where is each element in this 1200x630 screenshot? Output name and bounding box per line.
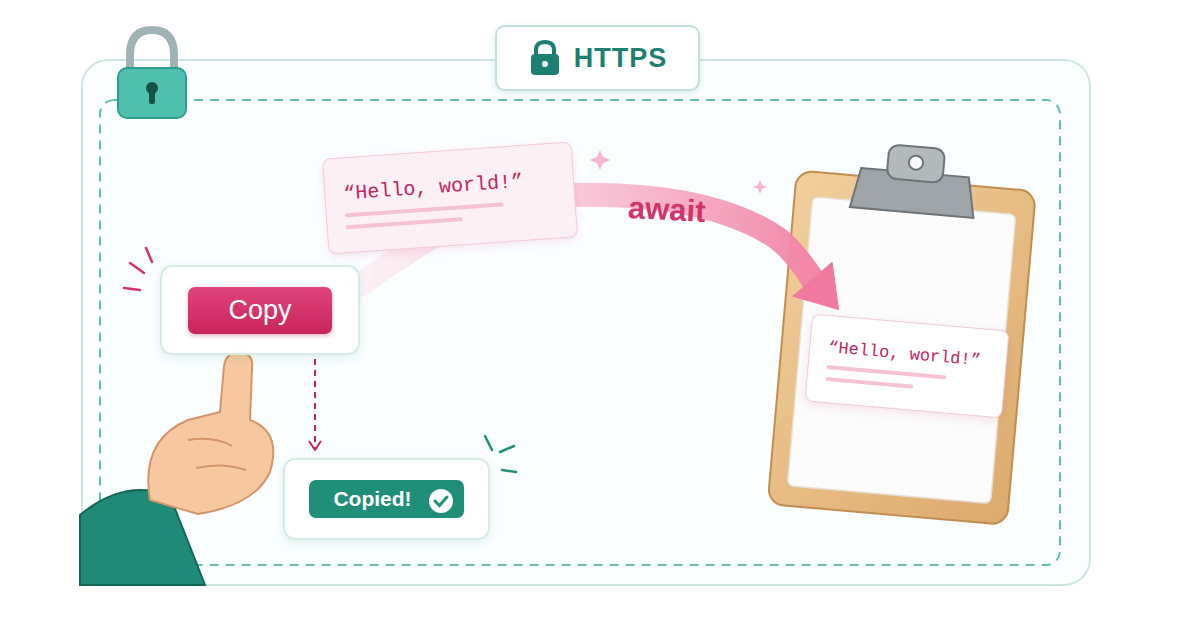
text-card: “Hello, world!”	[322, 141, 578, 254]
sparkle	[590, 150, 610, 170]
check-circle	[429, 489, 453, 513]
clipboard	[768, 136, 1039, 525]
secure-panel	[82, 60, 1090, 585]
pill-box: Copied!	[283, 458, 490, 540]
lock-shackle	[536, 42, 554, 56]
keyhole-slot	[149, 90, 155, 104]
clipboard-paper	[787, 197, 1015, 504]
button-label: Copy	[188, 287, 331, 334]
knuckle-lines	[188, 439, 246, 470]
quoted-string: “Hello, world!”	[343, 169, 524, 205]
lock-body	[531, 54, 559, 75]
clipboard-board	[768, 170, 1036, 525]
lock-shackle	[130, 30, 174, 70]
edge-label: await	[627, 190, 706, 230]
tick	[502, 470, 516, 472]
lock-icon	[528, 39, 562, 77]
arrowhead	[309, 441, 321, 450]
button-box: Copy	[160, 265, 360, 355]
check-mark	[435, 497, 447, 506]
secure-boundary	[100, 100, 1060, 565]
connector	[309, 359, 321, 450]
pointing-hand	[80, 352, 273, 585]
tick	[485, 436, 492, 450]
clip-hole	[908, 155, 923, 170]
text-line	[825, 376, 913, 388]
hand	[148, 352, 273, 514]
text-line	[346, 217, 463, 229]
text-line	[345, 202, 504, 217]
badge-label: HTTPS	[574, 43, 668, 74]
tick	[500, 446, 514, 452]
tick	[124, 288, 140, 290]
sparkle	[753, 180, 767, 194]
keyhole	[542, 61, 548, 67]
tick	[146, 248, 152, 262]
text-card: “Hello, world!”	[805, 314, 1010, 419]
tick	[130, 263, 144, 273]
arrowhead	[793, 262, 839, 309]
badge-box: HTTPS	[495, 25, 700, 91]
dashed-connector	[314, 359, 316, 450]
quoted-string: “Hello, world!”	[828, 338, 982, 370]
lock-icon	[118, 30, 186, 118]
clip-top	[886, 144, 945, 183]
text-line	[826, 365, 946, 379]
lock-body	[118, 68, 186, 118]
check-icon	[428, 488, 454, 514]
